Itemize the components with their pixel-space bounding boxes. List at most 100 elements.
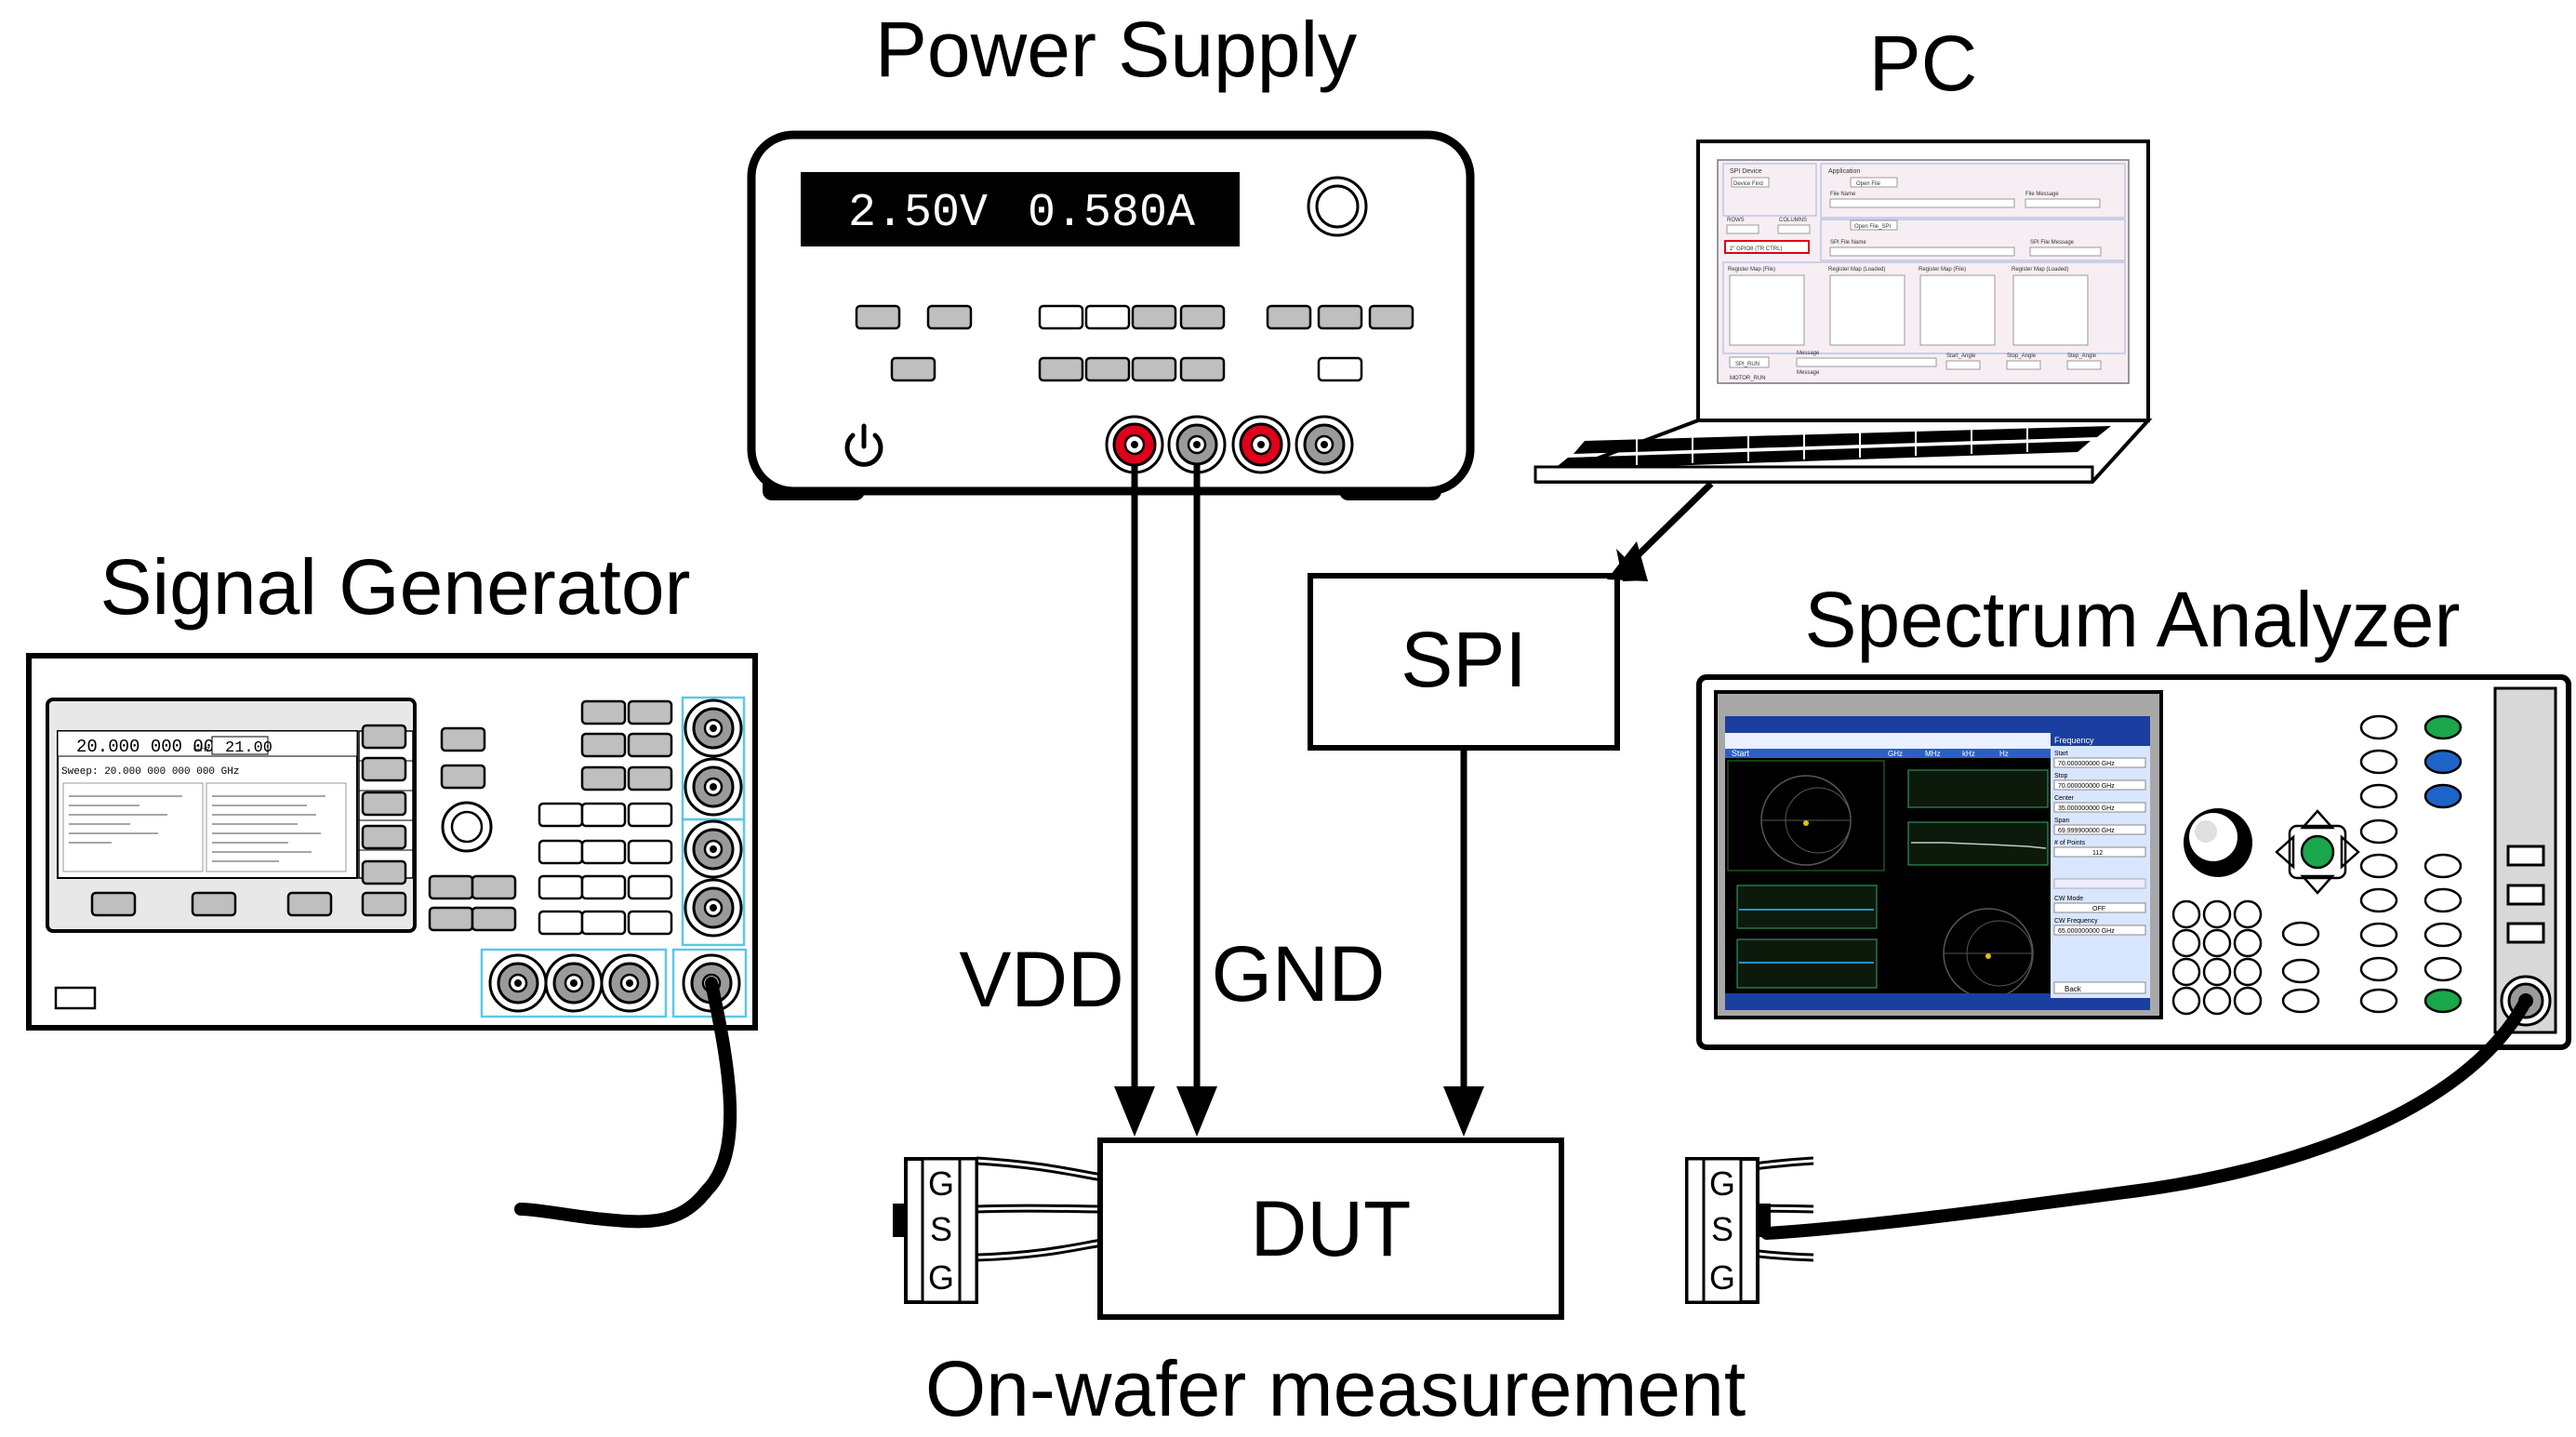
sg-connector[interactable]: [684, 699, 743, 758]
sg-connector[interactable]: [684, 819, 743, 879]
sg-key[interactable]: [471, 906, 517, 932]
ps-button[interactable]: [1084, 304, 1131, 330]
sa-arrow-pad[interactable]: [2275, 809, 2360, 895]
pc-spi-run[interactable]: SPI_RUN: [1735, 362, 1759, 367]
sa-unit-hz[interactable]: Hz: [1999, 750, 2009, 758]
power-icon[interactable]: [844, 423, 883, 467]
ps-button[interactable]: [926, 304, 973, 330]
sg-softkey[interactable]: [191, 891, 237, 917]
sg-connector[interactable]: [600, 953, 659, 1013]
sa-key[interactable]: [2359, 783, 2398, 809]
sg-key[interactable]: [428, 874, 474, 900]
pc-open-file-spi[interactable]: Open File_SPI: [1854, 224, 1891, 230]
sg-knob[interactable]: [441, 801, 493, 853]
ps-button[interactable]: [1038, 356, 1084, 382]
sa-key[interactable]: [2359, 818, 2398, 845]
terminal-negative-1[interactable]: [1167, 415, 1227, 474]
sa-key[interactable]: [2359, 749, 2398, 775]
ps-button[interactable]: [1131, 304, 1177, 330]
ps-button[interactable]: [1038, 304, 1084, 330]
sg-sidekey[interactable]: [361, 791, 407, 817]
sg-keypad-key[interactable]: [627, 839, 673, 865]
sg-connector[interactable]: [684, 757, 743, 817]
pc-gpio-button[interactable]: 2" GPIO8 (TR CTRL): [1730, 246, 1782, 252]
terminal-positive-2[interactable]: [1231, 415, 1291, 474]
sg-connector[interactable]: [544, 953, 604, 1013]
sg-keypad-key[interactable]: [627, 802, 673, 828]
sg-sidekey[interactable]: [361, 724, 407, 750]
sa-key[interactable]: [2281, 988, 2320, 1014]
sa-unit-khz[interactable]: kHz: [1962, 750, 1975, 758]
ps-button[interactable]: [855, 304, 901, 330]
sa-unit-mhz[interactable]: MHz: [1925, 750, 1940, 758]
sa-blue-key[interactable]: [2423, 749, 2463, 775]
sg-connector[interactable]: [684, 878, 743, 938]
sa-span-value[interactable]: 69.999900000 GHz: [2058, 828, 2115, 834]
ps-button[interactable]: [1368, 304, 1414, 330]
adjust-knob[interactable]: [1307, 176, 1368, 237]
sg-keypad-key[interactable]: [580, 802, 627, 828]
sg-key[interactable]: [440, 764, 486, 790]
sg-key[interactable]: [580, 732, 627, 758]
sg-keypad-key[interactable]: [538, 874, 584, 900]
ps-button[interactable]: [1179, 304, 1226, 330]
sg-key[interactable]: [440, 726, 486, 752]
sg-power-switch[interactable]: [54, 986, 97, 1010]
sa-key[interactable]: [2359, 714, 2398, 740]
sg-key[interactable]: [580, 765, 627, 792]
sg-keypad-key[interactable]: [580, 874, 627, 900]
terminal-negative-2[interactable]: [1295, 415, 1354, 474]
sg-softkey[interactable]: [90, 891, 137, 917]
sg-connector[interactable]: [488, 953, 548, 1013]
pc-open-file[interactable]: Open File: [1856, 181, 1881, 187]
sg-key[interactable]: [627, 699, 673, 725]
pc-device-find[interactable]: Device Find: [1733, 181, 1763, 187]
ps-button[interactable]: [1131, 356, 1177, 382]
sa-center-value[interactable]: 35.000000000 GHz: [2058, 805, 2115, 812]
sa-back[interactable]: Back: [2065, 985, 2082, 993]
ps-button[interactable]: [1179, 356, 1226, 382]
sg-keypad-key[interactable]: [627, 874, 673, 900]
sg-keypad-key[interactable]: [538, 802, 584, 828]
sa-key[interactable]: [2423, 887, 2463, 913]
sg-keypad-key[interactable]: [627, 910, 673, 936]
sg-keypad-key[interactable]: [580, 839, 627, 865]
sg-key[interactable]: [627, 732, 673, 758]
sa-unit-ghz[interactable]: GHz: [1888, 750, 1903, 758]
sg-keypad-key[interactable]: [538, 910, 584, 936]
ps-button[interactable]: [1317, 356, 1363, 382]
sg-key[interactable]: [428, 906, 474, 932]
sa-stop-value[interactable]: 70.000000000 GHz: [2058, 783, 2115, 790]
ps-button[interactable]: [1084, 356, 1131, 382]
terminal-positive-1[interactable]: [1105, 415, 1164, 474]
sa-cw-mode-value[interactable]: OFF: [2092, 906, 2105, 912]
sa-key[interactable]: [2359, 988, 2398, 1014]
sg-keypad-key[interactable]: [538, 839, 584, 865]
sg-key[interactable]: [627, 765, 673, 792]
sa-cw-freq-value[interactable]: 65.000000000 GHz: [2058, 928, 2115, 935]
sa-key[interactable]: [2281, 958, 2320, 984]
sg-key[interactable]: [471, 874, 517, 900]
sa-key[interactable]: [2359, 887, 2398, 913]
ps-button[interactable]: [1266, 304, 1312, 330]
sa-key[interactable]: [2423, 922, 2463, 948]
sa-key[interactable]: [2359, 956, 2398, 982]
ps-button[interactable]: [1317, 304, 1363, 330]
sa-green-key[interactable]: [2423, 988, 2463, 1014]
sg-sidekey[interactable]: [361, 756, 407, 782]
sa-key[interactable]: [2423, 853, 2463, 879]
sa-points-value[interactable]: 112: [2092, 850, 2103, 857]
sa-green-key[interactable]: [2423, 714, 2463, 740]
ps-button[interactable]: [890, 356, 936, 382]
sa-key[interactable]: [2281, 921, 2320, 947]
sa-key[interactable]: [2359, 922, 2398, 948]
sg-sidekey[interactable]: [361, 859, 407, 885]
sa-blue-key[interactable]: [2423, 783, 2463, 809]
pc-motor-run[interactable]: MOTOR_RUN: [1730, 376, 1766, 381]
sa-knob[interactable]: [2184, 808, 2252, 877]
sg-softkey[interactable]: [361, 891, 407, 917]
sa-key[interactable]: [2359, 853, 2398, 879]
sg-softkey[interactable]: [286, 891, 333, 917]
sa-key[interactable]: [2423, 956, 2463, 982]
sg-sidekey[interactable]: [361, 824, 407, 850]
